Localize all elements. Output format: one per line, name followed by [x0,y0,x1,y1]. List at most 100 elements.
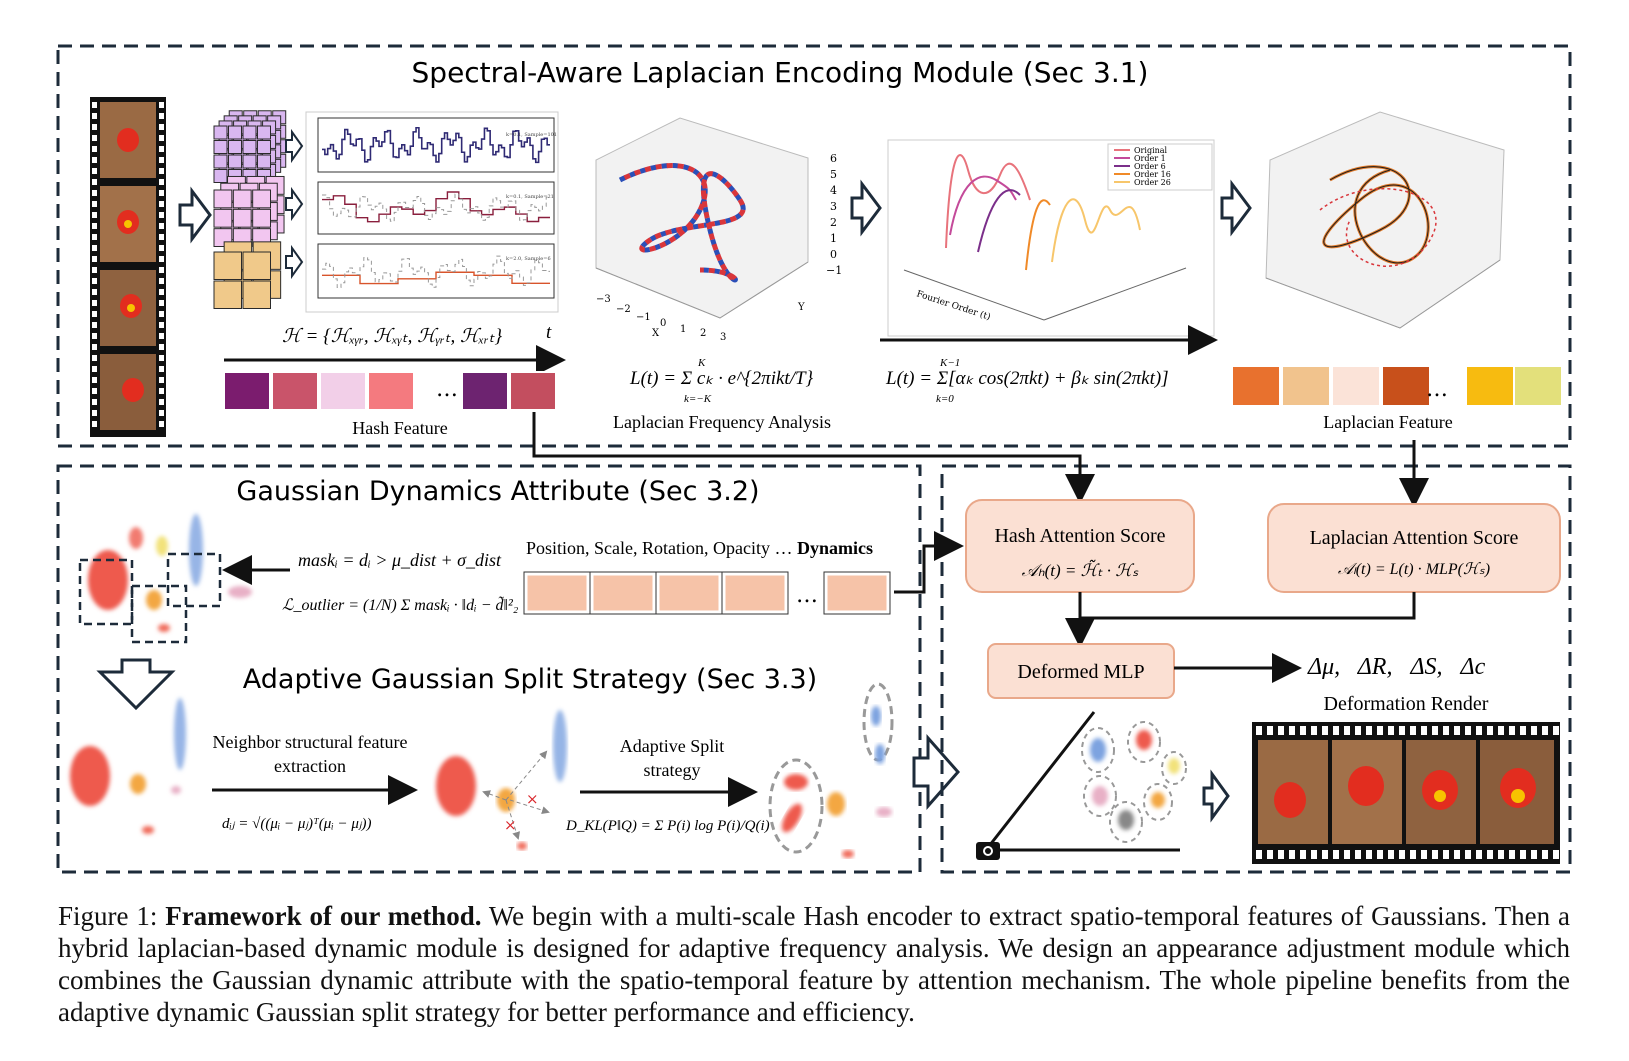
svg-text:1: 1 [830,232,837,245]
svg-text:×: × [526,790,539,808]
time-label: t [546,322,552,343]
svg-text:K: K [697,357,706,369]
flow-arrow-icon [178,186,212,244]
svg-text:Deformed MLP: Deformed MLP [1017,661,1144,683]
multi-scale-plots: k=0.1, Sample=101 k=0.1, Sample=21 k=2.0… [305,111,559,313]
svg-text:4: 4 [830,184,837,197]
kl-formula: D_KL(P‖Q) = Σ P(i) log P(i)/Q(i) [565,818,770,834]
split-result-gaussians [768,682,894,858]
hash-feature-blocks [223,371,557,411]
deformed-mlp: Deformed MLP [987,643,1175,699]
attributes-label: Position, Scale, Rotation, Opacity … Dyn… [526,538,873,558]
dynamics-connector [894,531,964,594]
svg-text:−1: −1 [826,264,842,277]
neighbor-label: Neighbor structural feature [213,732,408,752]
plot-line-mid [322,191,550,223]
svg-text:3: 3 [720,332,726,343]
svg-text:Order 1: Order 1 [1134,154,1166,163]
fourier-formula: K−1 L(t) = Σ[αₖ cos(2πkt) + βₖ sin(2πkt)… [885,357,1169,405]
plot-legend: k=0.1, Sample=21 [506,194,554,200]
distance-formula: dᵢⱼ = √((μᵢ − μⱼ)ᵀ(μᵢ − μⱼ)) [222,816,371,832]
plot-line-coarse [322,271,550,285]
attribute-blocks [523,571,891,615]
attention-merge-connector [1078,592,1416,640]
laplacian-formula: K L(t) = Σ cₖ · e^{2πikt/T} k=−K [629,357,814,405]
svg-text:𝒜ₕ(t) = ℋ̃ₜ · ℋₛ: 𝒜ₕ(t) = ℋ̃ₜ · ℋₛ [1022,559,1139,580]
plot-line-original [322,255,550,288]
hash-feature-ellipsis: … [436,377,458,402]
deformation-deltas: Δμ, ΔR, ΔS, Δc [1307,654,1486,680]
svg-text:0: 0 [660,318,666,329]
small-arrow-icon [285,244,304,280]
svg-text:1: 1 [680,324,686,335]
fourier-order-plot: Original Order 1 Order 6 Order 16 Order … [887,139,1215,337]
laplacian-feature-ellipsis: … [1426,377,1448,402]
svg-text:k=−K: k=−K [684,393,712,405]
laplacian-feature-3d-plot [1265,111,1505,329]
laplacian-frequency-label: Laplacian Frequency Analysis [613,412,831,432]
hash-attention-score: Hash Attention Score 𝒜ₕ(t) = ℋ̃ₜ · ℋₛ [965,499,1195,593]
laplacian-feature-label: Laplacian Feature [1323,412,1452,432]
attribute-ellipsis: … [796,583,818,608]
svg-text:−3: −3 [596,294,611,305]
hash-set-formula: ℋ = {ℋₓᵧᵣ, ℋₓᵧₜ, ℋᵧᵣₜ, ℋₓᵣₜ} [282,326,502,347]
left-module-border [56,464,922,874]
hash-grid-tan-icon [213,241,282,309]
split-strategy-title: Adaptive Gaussian Split Strategy (Sec 3.… [243,664,817,695]
adaptive-split-label: strategy [644,760,701,780]
hash-feature-connector [532,412,1095,504]
svg-text:Original: Original [1134,146,1168,155]
svg-text:−1: −1 [636,312,651,323]
small-arrow-icon [285,128,304,164]
svg-text:X: X [652,328,660,339]
split-neighbor-gaussians: × × [436,710,567,850]
input-video-filmstrip [90,97,166,437]
deformation-render-label: Deformation Render [1324,693,1489,715]
plot-line-original [322,193,550,222]
flow-arrow-icon [1202,769,1230,823]
caption-bold: Framework of our method. [165,901,482,931]
svg-text:Laplacian Attention Score: Laplacian Attention Score [1310,527,1519,549]
svg-text:Y: Y [797,302,805,313]
laplacian-3d-plot: 6 5 4 3 2 1 0 −1 −3 −2 −1 0 1 2 3 X Y [595,117,842,343]
laplacian-feature-blocks [1231,365,1563,407]
svg-text:Hash Attention Score: Hash Attention Score [994,525,1165,547]
svg-text:0: 0 [830,248,837,261]
flow-arrow-icon [1220,179,1252,237]
svg-text:Order 16: Order 16 [1134,170,1171,179]
flow-arrow-icon [850,179,882,237]
hash-feature-label: Hash Feature [352,418,447,438]
hash-grid-pink-icon [213,175,285,248]
gaussian-cluster [88,514,252,632]
top-module-border [56,44,1572,448]
svg-text:3: 3 [830,200,837,213]
svg-text:5: 5 [830,168,837,181]
output-render-filmstrip [1252,722,1560,864]
split-input-gaussians [70,698,186,834]
down-arrow-icon [96,658,176,711]
svg-text:×: × [504,816,517,834]
outlier-boxes [78,552,222,644]
svg-text:L(t) = Σ cₖ · e^{2πikt/T}: L(t) = Σ cₖ · e^{2πikt/T} [629,368,814,389]
svg-text:−2: −2 [616,304,631,315]
laplacian-attention-score: Laplacian Attention Score 𝒜ₗ(t) = L(t) ·… [1267,503,1561,593]
svg-text:k=0: k=0 [936,393,954,405]
mask-formula: maskᵢ = dᵢ > μ_dist + σ_dist [298,550,502,570]
plot-legend: k=2.0, Sample=6 [506,256,551,262]
neighbor-label: extraction [274,756,346,776]
adaptive-split-label: Adaptive Split [620,736,725,756]
camera-frustum [976,711,1187,860]
top-module-title: Spectral-Aware Laplacian Encoding Module… [412,56,1149,89]
svg-text:L(t) = Σ[αₖ cos(2πkt) + βₖ sin: L(t) = Σ[αₖ cos(2πkt) + βₖ sin(2πkt)] [885,368,1169,389]
hash-grid-purple-icon [213,110,287,183]
figure-caption: Figure 1: Framework of our method. We be… [58,901,1570,1027]
svg-text:6: 6 [830,152,837,165]
svg-text:Order 6: Order 6 [1134,162,1166,171]
outlier-loss-formula: ℒ_outlier = (1/N) Σ maskᵢ · ‖dᵢ − d̃‖²₂ [282,596,519,614]
svg-text:Order 26: Order 26 [1134,178,1171,187]
svg-text:K−1: K−1 [939,357,960,369]
plot-legend: k=0.1, Sample=101 [506,132,557,138]
svg-text:𝒜ₗ(t) = L(t) · MLP(ℋₛ): 𝒜ₗ(t) = L(t) · MLP(ℋₛ) [1338,561,1490,578]
small-arrow-icon [285,186,304,222]
